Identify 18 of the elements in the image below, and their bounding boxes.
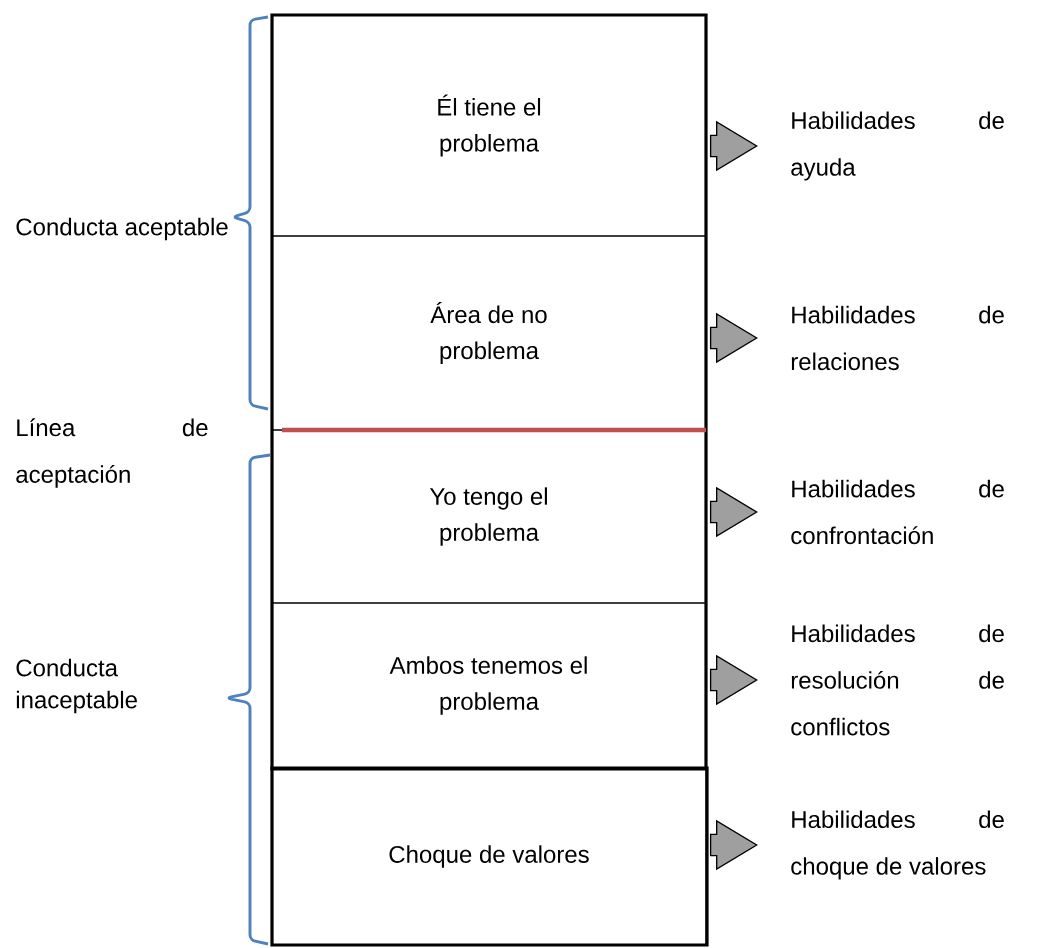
skill-text: Habilidades de choque de valores [791, 810, 1004, 880]
skill-text: Habilidades de relaciones [791, 305, 1004, 371]
block-arrow [709, 312, 758, 364]
block-arrow [709, 486, 758, 538]
node-label: Él tiene el problema [438, 94, 541, 157]
table-cell: Ambos tenemos el problema [271, 602, 707, 769]
table-cell: Área de no problema [271, 235, 707, 431]
skill-text: Habilidades de ayuda [791, 111, 1004, 181]
skill-text: Habilidades de resolución de conflictos [791, 624, 1004, 736]
block-arrow [709, 819, 758, 871]
skill-text: Habilidades de confrontación [791, 479, 1004, 545]
block-arrow [709, 654, 758, 706]
block-arrow [709, 120, 758, 172]
side-label: Conducta aceptable [16, 217, 228, 241]
table-cell: Yo tengo el problema [271, 429, 707, 604]
node-label: Choque de valores [389, 845, 589, 868]
side-label: Línea de aceptación [16, 418, 208, 488]
side-label: Conducta inaceptable [16, 658, 137, 714]
